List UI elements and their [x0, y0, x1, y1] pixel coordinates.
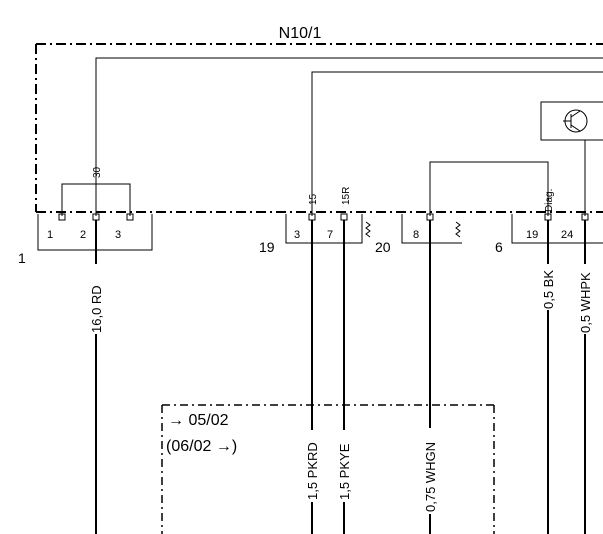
connector-20-pin-8: 8: [413, 229, 419, 241]
wire-label-pkye: 1,5 PKYE: [337, 443, 352, 500]
variant-box: [161, 404, 495, 534]
wire-label-bk: 0,5 BK: [541, 270, 556, 309]
connector-6-pin-24: 24: [561, 229, 573, 241]
connector-1-label: 1: [18, 250, 26, 266]
connector-1-pin-2: 2: [80, 229, 86, 241]
terminal-15r-label: 15R: [341, 187, 352, 205]
connector-20-label: 20: [375, 239, 391, 255]
internal-wiring: [61, 57, 603, 216]
variant-line-1: → 05/02: [168, 412, 229, 429]
pin-markers: [58, 213, 589, 221]
wire-label-backgrounds: [89, 264, 594, 514]
transistor-symbol: [540, 101, 603, 141]
terminal-15-label: 15: [308, 193, 319, 205]
module-boundary: [35, 43, 603, 213]
wire-label-pkrd: 1,5 PKRD: [305, 442, 320, 500]
variant-line-2: (06/02 →): [166, 438, 237, 455]
terminal-30-label: 30: [92, 166, 103, 178]
module-label: N10/1: [279, 25, 322, 42]
terminal-diag-label: Diag.: [544, 189, 555, 212]
connector-brackets: [37, 214, 603, 251]
wire-label-whpk: 0,5 WHPK: [578, 272, 593, 333]
connector-6-pin-19: 19: [526, 229, 538, 241]
connector-1-pin-3: 3: [115, 229, 121, 241]
connector-1-pin-1: 1: [47, 229, 53, 241]
wire-label-whgn: 0,75 WHGN: [423, 442, 438, 512]
connector-19-pin-3: 3: [294, 229, 300, 241]
connector-6-label: 6: [495, 239, 503, 255]
connector-19-label: 19: [259, 239, 275, 255]
wire-label-16-rd: 16,0 RD: [89, 285, 104, 333]
connector-19-pin-7: 7: [327, 229, 333, 241]
